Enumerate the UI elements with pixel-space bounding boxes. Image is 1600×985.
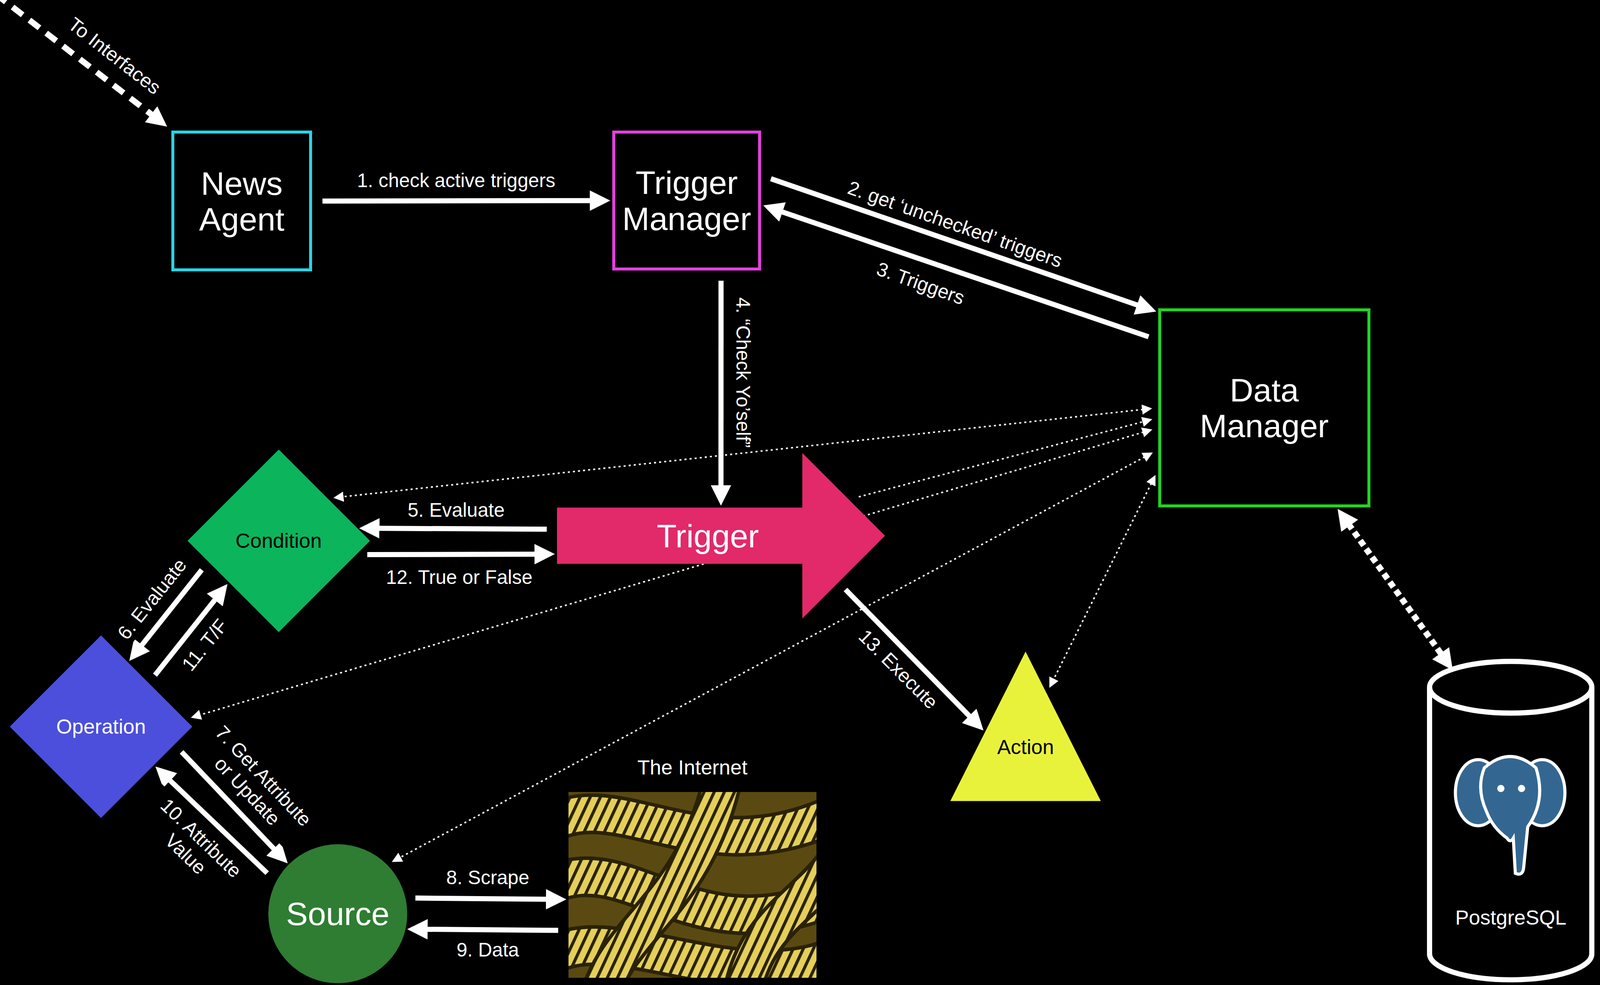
shape-outline xyxy=(950,651,1101,802)
text-holder: Trigger xyxy=(639,517,777,554)
node-label: Operation xyxy=(41,715,161,738)
shape-svg xyxy=(950,651,1101,802)
edge-label: 4. “Check Yo’self” xyxy=(730,293,755,452)
node-label: The Internet xyxy=(568,756,817,779)
elephant-logo xyxy=(1517,784,1526,793)
edge-label: 2. get ‘unchecked’ triggers xyxy=(841,174,1069,275)
node-label: Source xyxy=(280,895,395,932)
text-holder: News Agent xyxy=(178,164,306,237)
text-holder: Operation xyxy=(41,715,161,738)
edge-label: 3. Triggers xyxy=(869,255,971,312)
source-circle: Source xyxy=(268,844,408,984)
process-box: Trigger Manager xyxy=(612,130,762,271)
node-label: Data Manager xyxy=(1179,371,1350,444)
elephant-logo xyxy=(1480,756,1541,875)
action-triangle: Action xyxy=(950,651,1101,802)
edge-label: 9. Data xyxy=(453,937,523,962)
node-label: PostgreSQL xyxy=(1437,906,1585,929)
node-label: Action xyxy=(988,735,1064,759)
connector-arrow xyxy=(322,200,603,202)
text-holder: Source xyxy=(280,895,395,932)
connector-arrow xyxy=(718,280,724,498)
edge-label: 13. Execute xyxy=(850,622,945,717)
text-holder: The Internet xyxy=(568,756,817,779)
connector-arrow xyxy=(415,929,559,931)
decision-diamond: Condition xyxy=(187,449,370,632)
edge-label: 12. True or False xyxy=(382,565,537,590)
connector-arrow xyxy=(1342,515,1448,663)
connector-arrow xyxy=(845,589,978,725)
tube-picture xyxy=(599,791,722,978)
tube-picture xyxy=(741,865,817,978)
shape-svg xyxy=(568,753,817,978)
node-label: News Agent xyxy=(178,164,306,237)
text-holder: Action xyxy=(988,735,1064,759)
connector-arrow xyxy=(858,420,1149,497)
edge-label: 11. T/F xyxy=(175,611,236,679)
shape-outline xyxy=(268,844,408,984)
process-box: News Agent xyxy=(171,130,313,272)
shape-svg xyxy=(1424,656,1598,983)
text-holder: Trigger Manager xyxy=(619,164,754,237)
node-label: Trigger xyxy=(639,517,777,554)
tube-picture xyxy=(599,791,722,978)
text-holder: Data Manager xyxy=(1179,371,1350,444)
node-label: Trigger Manager xyxy=(619,164,754,237)
connector-arrow xyxy=(1051,478,1154,684)
connector-group xyxy=(134,178,1448,930)
shape-outline xyxy=(1429,687,1592,714)
trigger-arrow: Trigger xyxy=(557,452,885,619)
text-holder: PostgreSQL xyxy=(1437,906,1585,929)
edge-label: 5. Evaluate xyxy=(404,498,509,523)
connector-arrow xyxy=(415,898,559,900)
elephant-logo xyxy=(1497,784,1505,793)
node-label: Condition xyxy=(219,529,339,553)
database-cylinder: PostgreSQL xyxy=(1424,656,1598,983)
connector-arrow xyxy=(194,430,1149,717)
connector-arrow xyxy=(367,554,547,555)
connector-arrow xyxy=(367,528,547,529)
internet-picture: The Internet xyxy=(568,753,817,978)
text-holder: Condition xyxy=(219,529,339,553)
edge-label: 1. check active triggers xyxy=(353,168,559,193)
tube-picture xyxy=(741,865,817,978)
edge-label: 8. Scrape xyxy=(443,865,533,890)
process-box: Data Manager xyxy=(1158,308,1371,508)
shape-outline xyxy=(1429,661,1592,980)
shape-outline xyxy=(557,452,885,619)
tube-picture xyxy=(568,791,817,978)
shape-outline xyxy=(187,449,370,632)
